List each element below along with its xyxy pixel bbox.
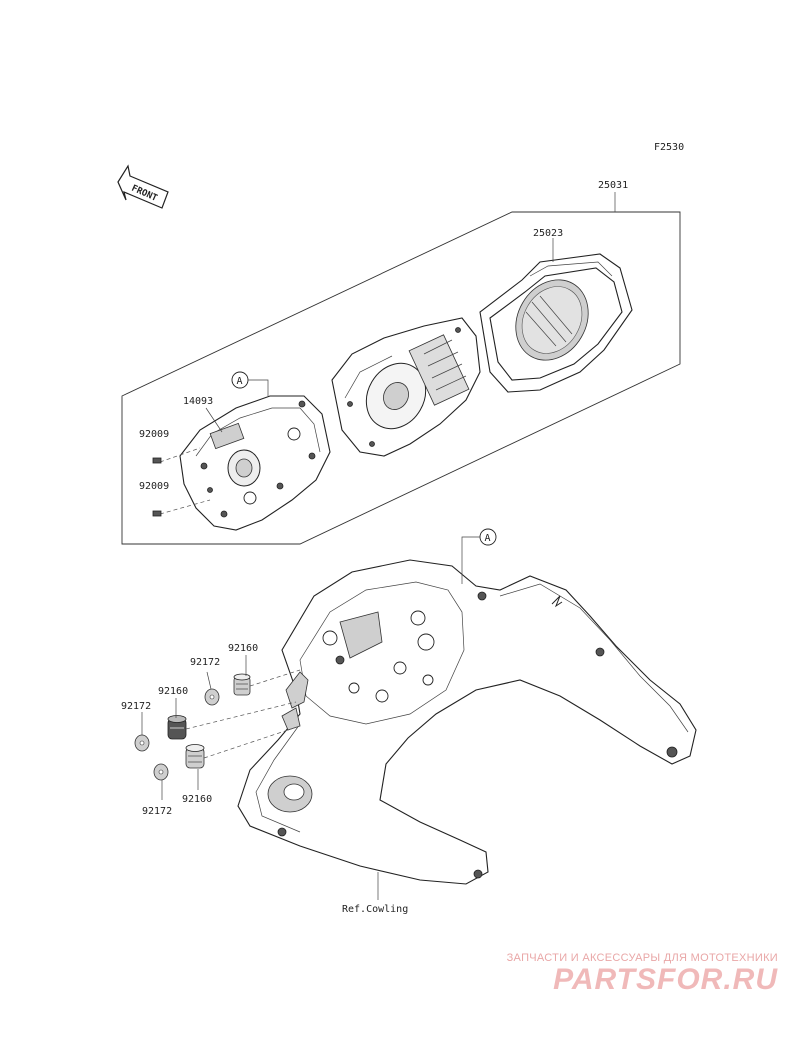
- label-ref-cowling: Ref.Cowling: [342, 904, 408, 915]
- label-92009-lower: 92009: [139, 481, 169, 492]
- watermark-brand: PARTSFOR.RU: [553, 963, 778, 996]
- collar-92172-upper: [204, 688, 220, 706]
- screw-92009-lower: [152, 499, 211, 517]
- meter-body-part: [331, 317, 481, 457]
- meter-cover-part: [479, 253, 633, 393]
- label-25031: 25031: [598, 180, 628, 191]
- label-92172-middle: 92172: [121, 701, 151, 712]
- label-92172-upper: 92172: [190, 657, 220, 668]
- grommet-92160-lower: [185, 744, 205, 769]
- diagram-code: F2530: [654, 142, 684, 153]
- watermark: ЗАПЧАСТИ И АКСЕССУАРЫ ДЛЯ МОТОТЕХНИКИ PA…: [507, 952, 778, 996]
- svg-text:A: A: [237, 376, 243, 387]
- svg-text:A: A: [485, 533, 491, 544]
- grommet-92160-middle: [167, 715, 187, 740]
- collar-92172-middle: [134, 734, 150, 752]
- callout-a-lower: A: [461, 528, 497, 584]
- screw-92009-upper: [152, 447, 201, 464]
- label-92009-upper: 92009: [139, 429, 169, 440]
- label-92160-lower: 92160: [182, 794, 212, 805]
- front-arrow-icon: FRONT: [117, 164, 169, 209]
- label-25023: 25023: [533, 228, 563, 239]
- meter-assembly-box: [121, 211, 681, 545]
- cowling-part: [237, 559, 697, 885]
- label-92172-lower: 92172: [142, 806, 172, 817]
- label-14093: 14093: [183, 396, 213, 407]
- callout-a-upper: A: [231, 371, 269, 396]
- meter-case-part: [179, 395, 331, 531]
- grommet-92160-upper: [233, 673, 251, 696]
- label-92160-upper: 92160: [228, 643, 258, 654]
- watermark-tagline: ЗАПЧАСТИ И АКСЕССУАРЫ ДЛЯ МОТОТЕХНИКИ: [506, 952, 778, 964]
- collar-92172-lower: [153, 763, 169, 781]
- label-92160-middle: 92160: [158, 686, 188, 697]
